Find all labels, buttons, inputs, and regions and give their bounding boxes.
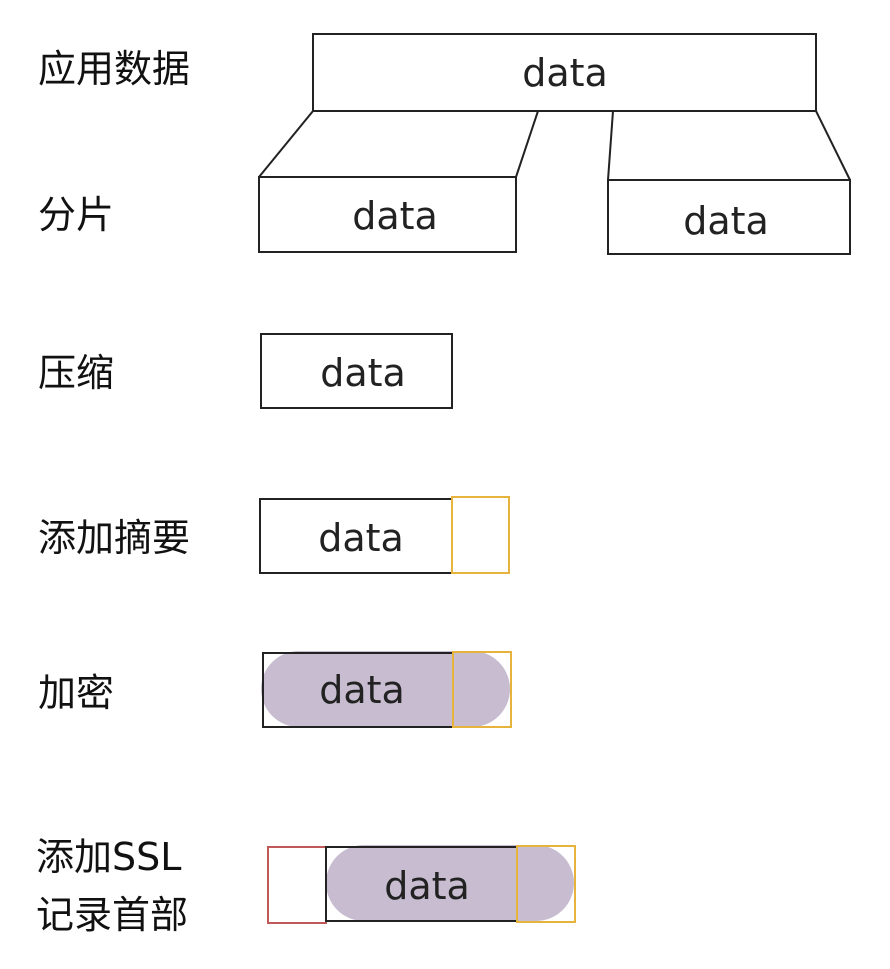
- encrypted-mac-block: [452, 651, 512, 728]
- mac-data-text: data: [318, 516, 404, 560]
- label-add-ssl-header: 添加SSL 记录首部: [36, 828, 188, 944]
- encrypted-data-text: data: [319, 668, 405, 712]
- compressed-block: [260, 333, 453, 409]
- application-data-block: [312, 33, 817, 112]
- fragment-connector-left-outer: [258, 110, 314, 178]
- compressed-text: data: [320, 351, 406, 395]
- label-fragmentation: 分片: [38, 193, 115, 237]
- mac-block: [451, 496, 510, 574]
- label-application-data: 应用数据: [38, 47, 191, 91]
- ssl-mac-block: [516, 845, 576, 923]
- fragment-connector-left-inner: [515, 110, 539, 178]
- label-compression: 压缩: [38, 351, 115, 395]
- label-add-ssl-header-line2: 记录首部: [36, 893, 189, 937]
- fragment-block-1: [258, 176, 517, 253]
- fragment-text-2: data: [683, 199, 769, 243]
- encrypted-region: [261, 651, 510, 727]
- fragment-connector-right-inner: [607, 110, 614, 181]
- ssl-data-text: data: [384, 864, 470, 908]
- ssl-encrypted-region: [326, 845, 574, 921]
- ssl-record-header-block: [267, 846, 327, 924]
- label-encrypt: 加密: [38, 671, 115, 715]
- label-add-ssl-header-line1: 添加SSL: [36, 835, 182, 879]
- application-data-text: data: [522, 51, 608, 95]
- fragment-connector-right-outer: [815, 110, 851, 181]
- label-add-mac: 添加摘要: [38, 516, 191, 560]
- fragment-text-1: data: [352, 194, 438, 238]
- fragment-block-2: [607, 179, 851, 255]
